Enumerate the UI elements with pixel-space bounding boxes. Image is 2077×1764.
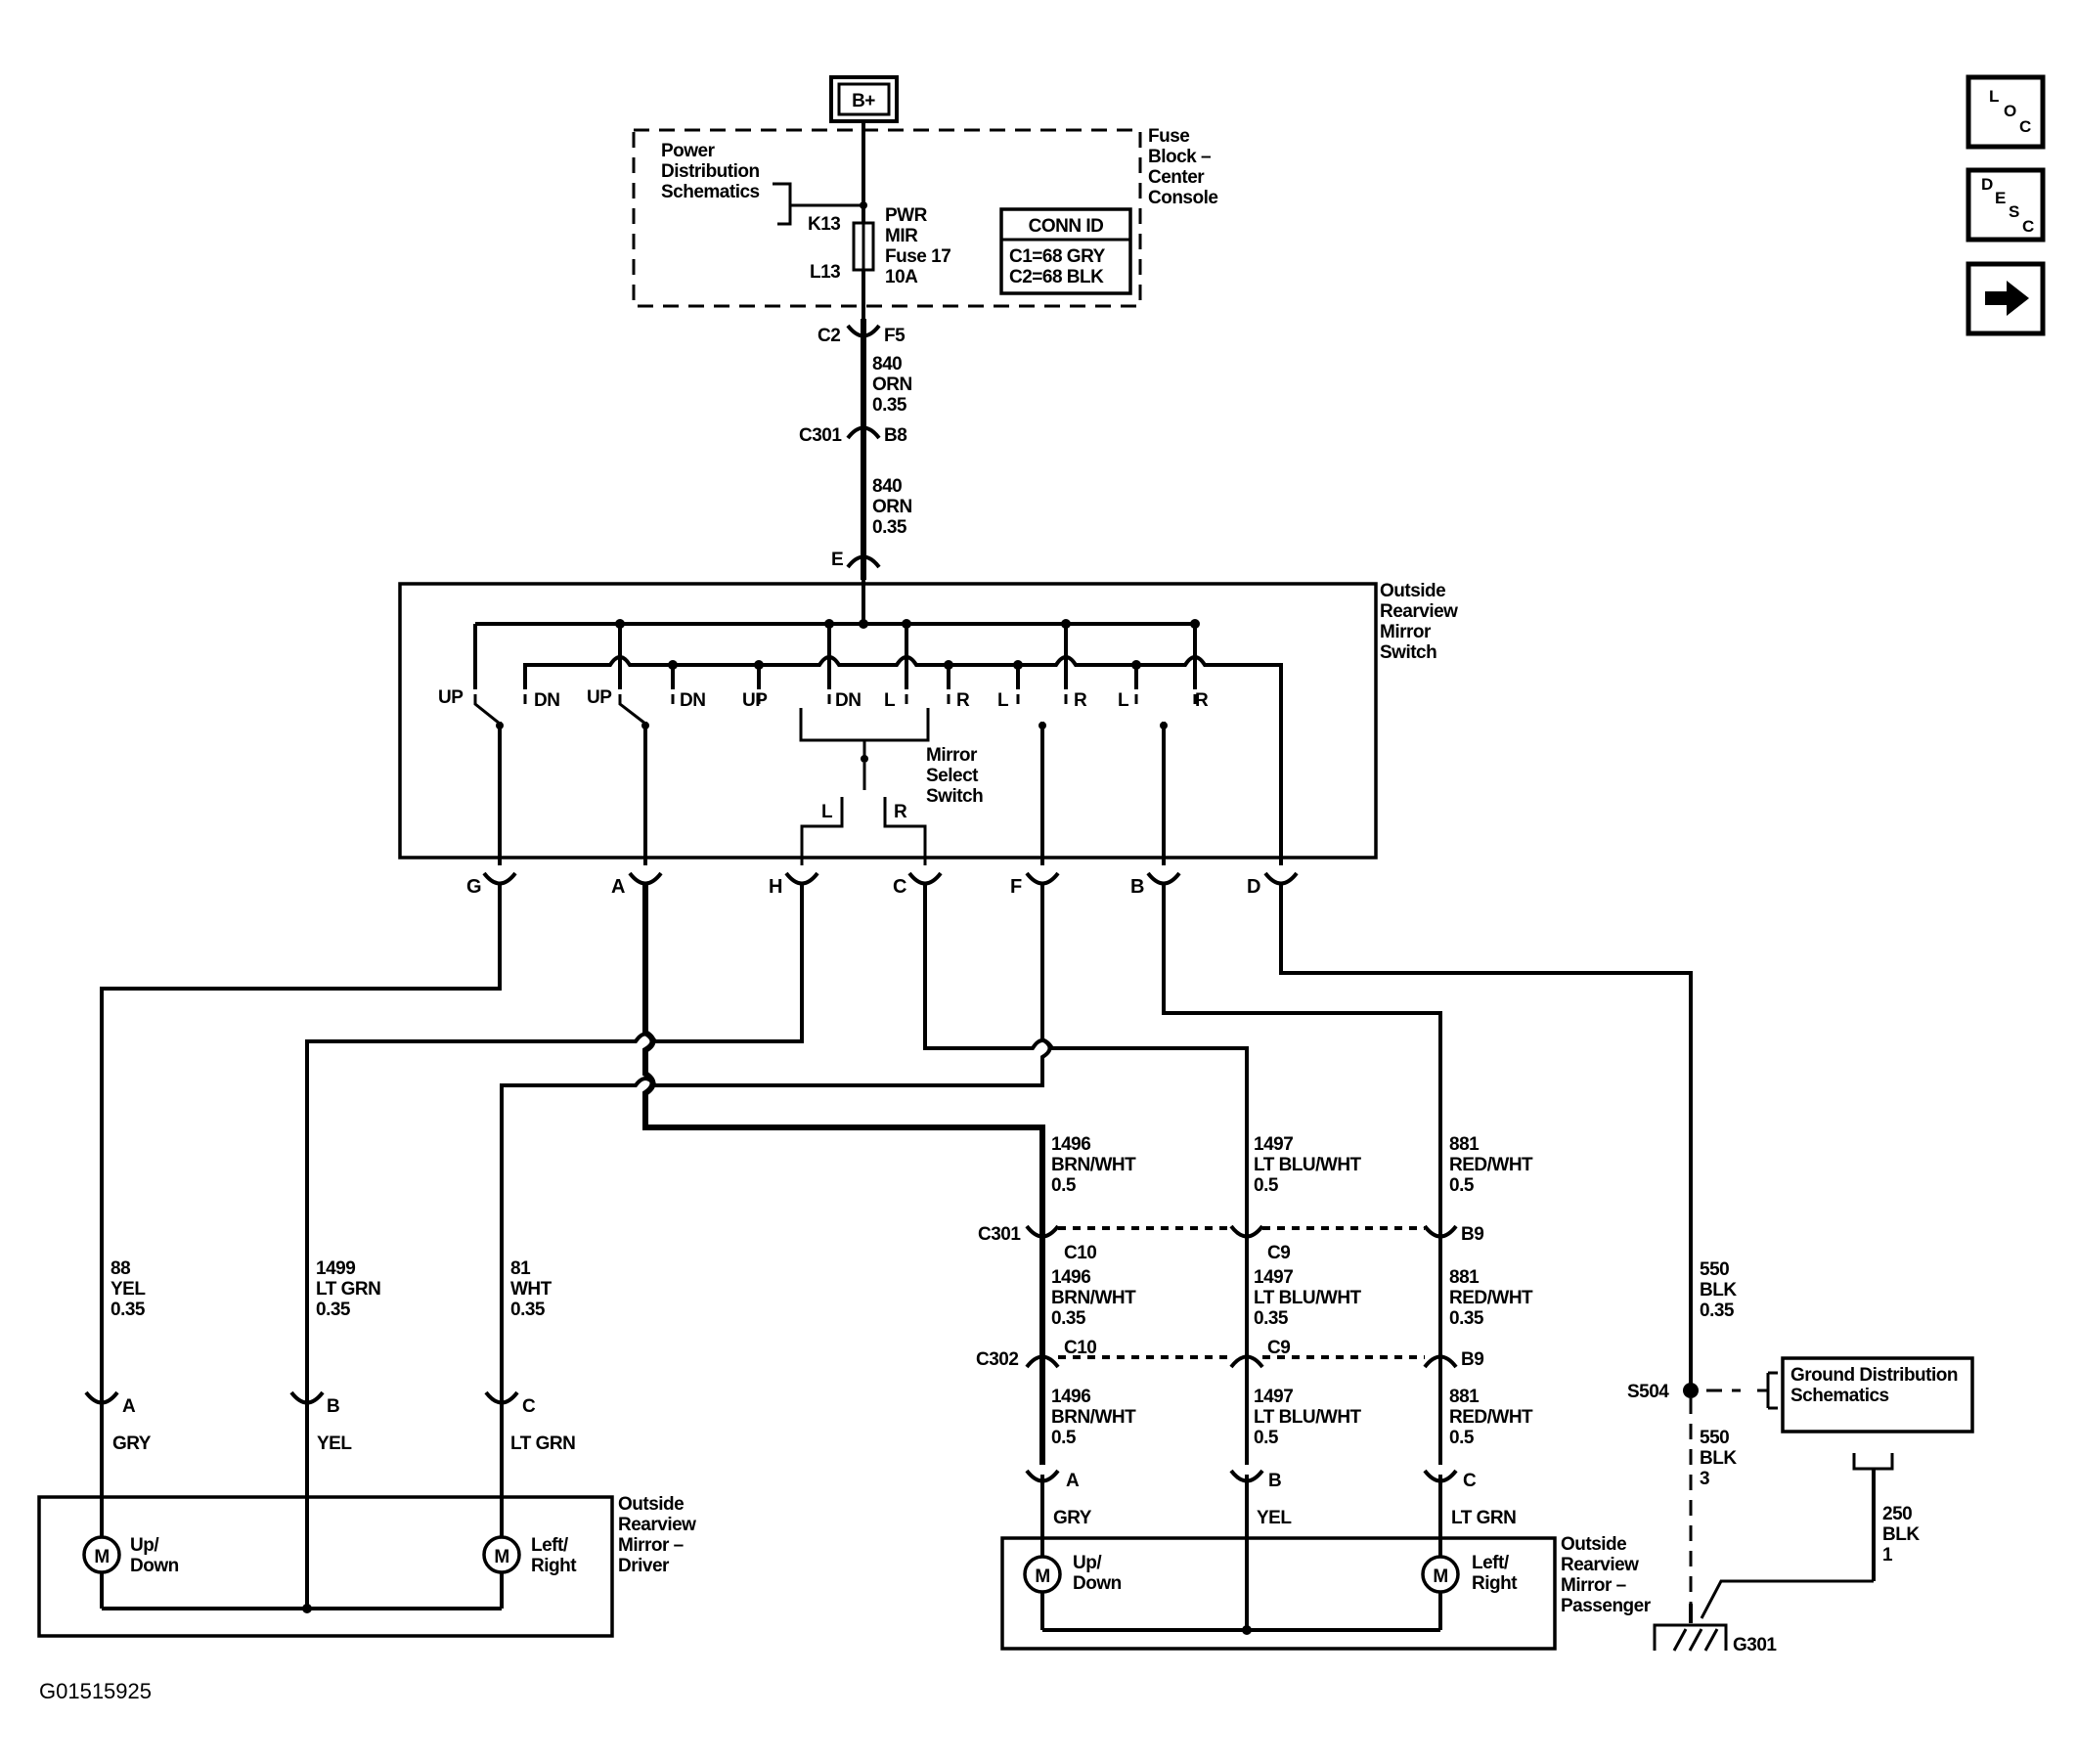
driver-pin-labels: A B C <box>122 1396 536 1417</box>
battery-label: B+ <box>852 91 875 111</box>
wire-label-881: 881 RED/WHT 0.5 <box>1449 1387 1537 1448</box>
motor-icon: M <box>1421 1555 1460 1594</box>
passenger-motor-leftright-label: Left/ Right <box>1472 1553 1518 1594</box>
wire-label-840: 840 ORN 0.35 <box>872 476 917 538</box>
wire-label-840: 840 ORN 0.35 <box>872 354 917 416</box>
passenger-color-labels: GRY YEL LT GRN <box>1053 1508 1516 1528</box>
connector-c9: C9 <box>1267 1338 1290 1358</box>
driver-mirror-title: Outside Rearview Mirror – Driver <box>618 1494 700 1576</box>
conn-id-table: CONN ID C1=68 GRY C2=68 BLK <box>999 207 1132 295</box>
connector-c10: C10 <box>1064 1338 1096 1358</box>
fuse-label: PWR MIR Fuse 17 10A <box>885 205 955 287</box>
passenger-motor-updown-label: Up/ Down <box>1073 1553 1122 1594</box>
wire-label-881: 881 RED/WHT 0.5 <box>1449 1134 1537 1196</box>
loc-button[interactable]: L O C <box>1966 74 2046 150</box>
fuse-block: Fuse Block – Center Console Power Distri… <box>632 126 1218 319</box>
connector-f5: F5 <box>884 326 906 346</box>
wire-label-1497: 1497 LT BLU/WHT 0.5 <box>1254 1387 1365 1448</box>
connector-b9: B9 <box>1461 1224 1483 1245</box>
connector-c10: C10 <box>1064 1243 1096 1263</box>
connector-c9: C9 <box>1267 1243 1290 1263</box>
connector-c302-label: C302 <box>976 1349 1018 1370</box>
connector-e: E <box>831 550 843 570</box>
connector-b9: B9 <box>1461 1349 1483 1370</box>
select-l-label: L <box>821 802 833 822</box>
svg-text:M: M <box>494 1547 508 1567</box>
connector-c301: C301 <box>799 425 842 446</box>
loc-icon: L O C <box>1989 87 2031 136</box>
mirror-switch: Outside Rearview Mirror Switch UP DN UP … <box>398 580 1462 898</box>
ground-circuit: 550 BLK 0.35 S504 Ground Distribution Sc… <box>1627 1259 1974 1655</box>
driver-mirror: A B C GRY YEL LT GRN Outside Rearview Mi… <box>37 1387 700 1638</box>
mirror-select-switch: Mirror Select Switch L R <box>799 708 984 865</box>
wire-label-1497: 1497 LT BLU/WHT 0.5 <box>1254 1134 1365 1196</box>
arrow-right-icon <box>1985 281 2029 316</box>
fuse-block-title: Fuse Block – Center Console <box>1148 126 1217 208</box>
svg-text:M: M <box>1035 1566 1049 1587</box>
power-distribution-ref: Power Distribution Schematics <box>661 141 764 202</box>
terminal-k13: K13 <box>808 214 840 235</box>
driver-motor-updown-label: Up/ Down <box>130 1535 179 1576</box>
passenger-mirror-title: Outside Rearview Mirror – Passenger <box>1561 1534 1652 1616</box>
driver-color-labels: GRY YEL LT GRN <box>112 1433 575 1454</box>
wire-label-1497: 1497 LT BLU/WHT 0.35 <box>1254 1267 1365 1329</box>
next-button[interactable] <box>1966 261 2046 336</box>
battery-block: B+ <box>829 75 899 123</box>
select-r-label: R <box>894 802 907 822</box>
switch-pin-labels: G A H C F B D <box>466 876 1260 898</box>
ground-icon <box>1653 1604 1728 1652</box>
ground-distribution-ref: Ground Distribution Schematics <box>1790 1365 1963 1406</box>
mirror-switch-title: Outside Rearview Mirror Switch <box>1380 581 1462 663</box>
mirror-select-title: Mirror Select Switch <box>926 745 983 807</box>
conn-id-row: C2=68 BLK <box>1009 267 1104 287</box>
passenger-pin-labels: A B C <box>1066 1471 1477 1491</box>
desc-button[interactable]: D E S C <box>1966 167 2046 243</box>
harness-routing <box>100 883 1693 1390</box>
motor-icon: M <box>482 1535 521 1574</box>
wire-label-88: 88 YEL 0.35 <box>110 1258 150 1320</box>
conn-id-row: C1=68 GRY <box>1009 246 1106 267</box>
connector-c2: C2 <box>818 326 840 346</box>
switch-contact-labels: UP DN UP DN UP DN L R L R L R <box>438 687 1209 711</box>
wire-label-1496: 1496 BRN/WHT 0.35 <box>1051 1267 1140 1329</box>
wire-label-1499: 1499 LT GRN 0.35 <box>316 1258 385 1320</box>
motor-icon: M <box>1023 1555 1062 1594</box>
driver-motor-leftright-label: Left/ Right <box>531 1535 577 1576</box>
wire-label-550: 550 BLK 3 <box>1700 1428 1741 1489</box>
wire-label-81: 81 WHT 0.35 <box>510 1258 556 1320</box>
ground-g301: G301 <box>1733 1635 1777 1655</box>
wire-label-1496: 1496 BRN/WHT 0.5 <box>1051 1134 1140 1196</box>
connector-c302-row: C302 C10 C9 B9 <box>976 1338 1484 1370</box>
fuse-17 <box>852 205 875 319</box>
svg-text:M: M <box>1433 1566 1447 1587</box>
wire-label-881: 881 RED/WHT 0.35 <box>1449 1267 1537 1329</box>
connector-c301-row: C301 C10 C9 B9 <box>978 1220 1484 1465</box>
conn-id-header: CONN ID <box>1029 216 1104 237</box>
switch-connector <box>482 871 1299 886</box>
splice-s504: S504 <box>1627 1382 1669 1402</box>
svg-text:M: M <box>94 1547 109 1567</box>
wire-label-250: 250 BLK 1 <box>1882 1504 1923 1566</box>
terminal-l13: L13 <box>810 262 840 283</box>
wire-label-550: 550 BLK 0.35 <box>1700 1259 1741 1321</box>
motor-icon: M <box>82 1535 121 1574</box>
connector-b8: B8 <box>884 425 906 446</box>
desc-icon: D E S C <box>1981 175 2034 236</box>
feed-circuit: C2 F5 840 ORN 0.35 C301 B8 840 ORN 0.35 … <box>799 319 917 580</box>
wire-label-1496: 1496 BRN/WHT 0.5 <box>1051 1387 1140 1448</box>
passenger-mirror: A B C GRY YEL LT GRN Outside Rearview Mi… <box>1000 1469 1652 1651</box>
connector-c301-label: C301 <box>978 1224 1021 1245</box>
figure-id: G01515925 <box>39 1679 152 1703</box>
